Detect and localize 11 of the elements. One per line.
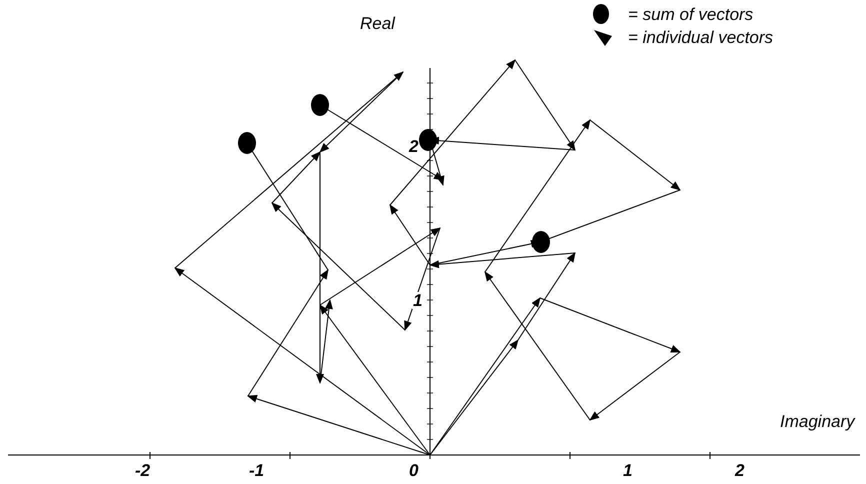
tick-label: -2: [134, 462, 152, 479]
tick-label: 2: [734, 462, 746, 479]
tick-label: 2: [408, 138, 420, 155]
legend-text: = individual vectors: [628, 29, 774, 46]
tick-label: 1: [622, 462, 634, 479]
tick-label: 0: [408, 462, 420, 479]
tick-label: 1: [412, 292, 424, 309]
tick-label: -1: [248, 462, 266, 479]
axis-title: Imaginary: [780, 413, 855, 430]
legend-text: = sum of vectors: [628, 6, 754, 23]
axis-title: Real: [360, 15, 395, 32]
